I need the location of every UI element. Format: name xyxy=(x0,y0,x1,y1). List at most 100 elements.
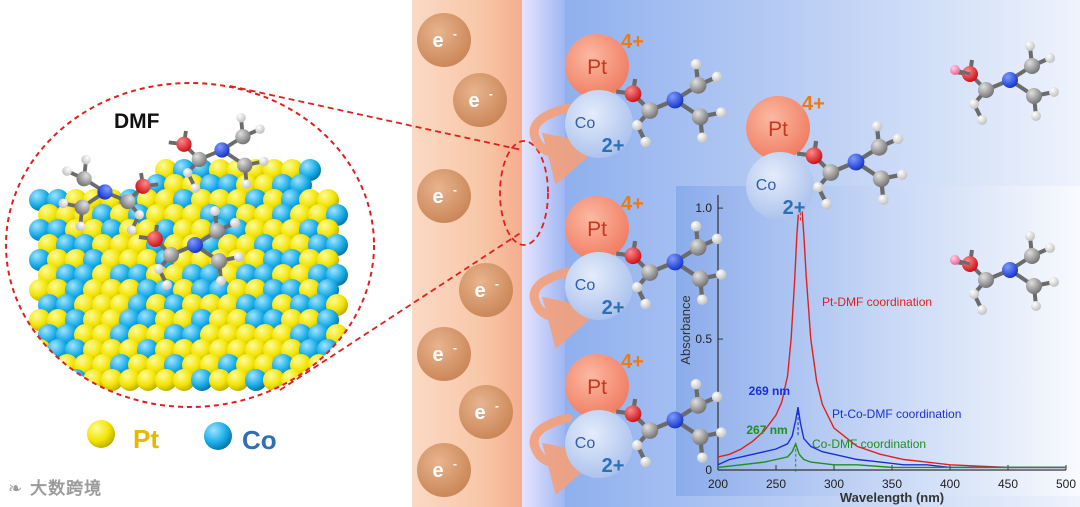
hydrogen-atom xyxy=(690,59,702,70)
electron-charge: - xyxy=(453,27,457,41)
peak-label: 267 nm xyxy=(746,423,787,437)
carbon-atom xyxy=(74,199,90,215)
nitrogen-atom xyxy=(847,153,865,171)
carbon-atom xyxy=(872,170,890,188)
pt-atom xyxy=(137,369,159,391)
hydrogen-atom xyxy=(183,168,193,178)
pt-atom xyxy=(227,369,249,391)
hydrogen-atom xyxy=(234,252,244,262)
pt-atom xyxy=(29,369,51,391)
carbon-atom xyxy=(1026,88,1042,104)
hydrogen-atom xyxy=(640,456,651,468)
series-line xyxy=(717,406,1066,469)
electron-symbol: e xyxy=(432,460,443,482)
pt-co-dmf-complex: Pt4+Co2+ xyxy=(565,193,727,320)
nitrogen-atom xyxy=(214,142,230,158)
hydrogen-atom xyxy=(711,233,723,245)
co-ion-label: Co xyxy=(575,115,596,132)
carbon-atom xyxy=(822,164,840,181)
electron: e- xyxy=(459,385,513,439)
series-label: Pt-DMF coordination xyxy=(822,295,932,309)
transfer-arrow xyxy=(529,267,602,349)
hydrogen-atom xyxy=(190,183,201,193)
hydrogen-atom xyxy=(162,280,172,290)
oxygen-atom xyxy=(624,247,642,265)
pt-atom xyxy=(326,354,348,376)
x-tick-label: 300 xyxy=(824,477,844,491)
co-ion-label: Co xyxy=(756,177,777,194)
legend-pt-label: Pt xyxy=(133,424,159,454)
ion-complexes: Pt4+Co2+Pt4+Co2+Pt4+Co2+Pt4+Co2+ xyxy=(565,31,908,478)
electron-symbol: e xyxy=(474,402,485,424)
carbon-atom xyxy=(870,138,888,156)
pt-ion-label: Pt xyxy=(768,118,788,141)
cluster-dmf-molecules xyxy=(58,112,269,290)
carbon-atom xyxy=(1026,278,1042,294)
acidic-hydrogen-atom xyxy=(950,255,960,265)
carbon-atom xyxy=(120,193,136,210)
zoom-outline xyxy=(5,82,375,408)
carbon-atom xyxy=(691,108,709,126)
electron: e- xyxy=(459,263,513,317)
peak-label: 269 nm xyxy=(749,384,790,398)
electron-charge: - xyxy=(453,183,457,197)
carbon-atom xyxy=(691,270,709,288)
hydrogen-atom xyxy=(241,179,252,189)
electron-charge: - xyxy=(453,341,457,355)
transfer-arrow xyxy=(529,413,602,495)
pt-ion-charge: 4+ xyxy=(621,193,644,215)
co-ion-charge: 2+ xyxy=(602,455,625,477)
series-label: Pt-Co-DMF coordination xyxy=(832,407,961,421)
co-atom xyxy=(245,369,267,391)
hydrogen-atom xyxy=(871,121,883,132)
electron: e- xyxy=(417,443,471,497)
transfer-arrows xyxy=(529,103,602,495)
hydrogen-atom xyxy=(715,269,727,280)
electron-charge: - xyxy=(495,399,499,413)
legend-pt-swatch xyxy=(87,420,115,448)
carbon-atom xyxy=(76,171,92,187)
oxygen-atom xyxy=(176,136,192,152)
hydrogen-atom xyxy=(1025,41,1035,51)
hydrogen-atom xyxy=(631,281,643,293)
pt-ion xyxy=(565,354,629,418)
nanocluster-zoom: DMF xyxy=(5,82,375,408)
carbon-atom xyxy=(237,157,253,173)
carbon-atom xyxy=(689,76,707,94)
hydrogen-atom xyxy=(711,391,723,403)
watermark: ❧ 大数跨境 xyxy=(8,474,102,499)
co-atom xyxy=(191,369,213,391)
oxygen-atom xyxy=(624,85,642,103)
hydrogen-atom xyxy=(697,132,708,144)
hydrogen-atom xyxy=(134,210,144,220)
co-atom xyxy=(317,369,339,391)
pt-ion xyxy=(565,196,629,260)
co-ion-label: Co xyxy=(575,435,596,452)
nitrogen-atom xyxy=(1002,72,1018,88)
pt-ion-label: Pt xyxy=(587,56,607,79)
carbon-atom xyxy=(641,102,659,119)
electron: e- xyxy=(417,327,471,381)
pt-atom xyxy=(263,369,285,391)
carbon-atom xyxy=(1024,248,1040,264)
hydrogen-atom xyxy=(821,198,832,210)
hydrogen-atom xyxy=(640,298,651,310)
electrons: e-e-e-e-e-e-e- xyxy=(417,13,513,497)
free-dmf-molecules xyxy=(950,41,1059,315)
hydrogen-atom xyxy=(631,119,643,131)
oxygen-atom xyxy=(805,147,823,165)
pt-ion-charge: 4+ xyxy=(621,31,644,53)
hydrogen-atom xyxy=(969,289,979,299)
y-axis-label: Absorbance xyxy=(678,295,693,364)
interface-highlight xyxy=(499,140,549,246)
carbon-atom xyxy=(1024,58,1040,74)
hydrogen-atom xyxy=(1045,243,1055,253)
pt-ion xyxy=(746,96,810,160)
carbon-atom xyxy=(641,264,659,281)
nitrogen-atom xyxy=(1002,262,1018,278)
co-ion-charge: 2+ xyxy=(602,135,625,157)
hydrogen-atom xyxy=(715,427,727,438)
electron-symbol: e xyxy=(432,30,443,52)
dmf-molecule xyxy=(950,41,1059,125)
co-ion-charge: 2+ xyxy=(602,297,625,319)
